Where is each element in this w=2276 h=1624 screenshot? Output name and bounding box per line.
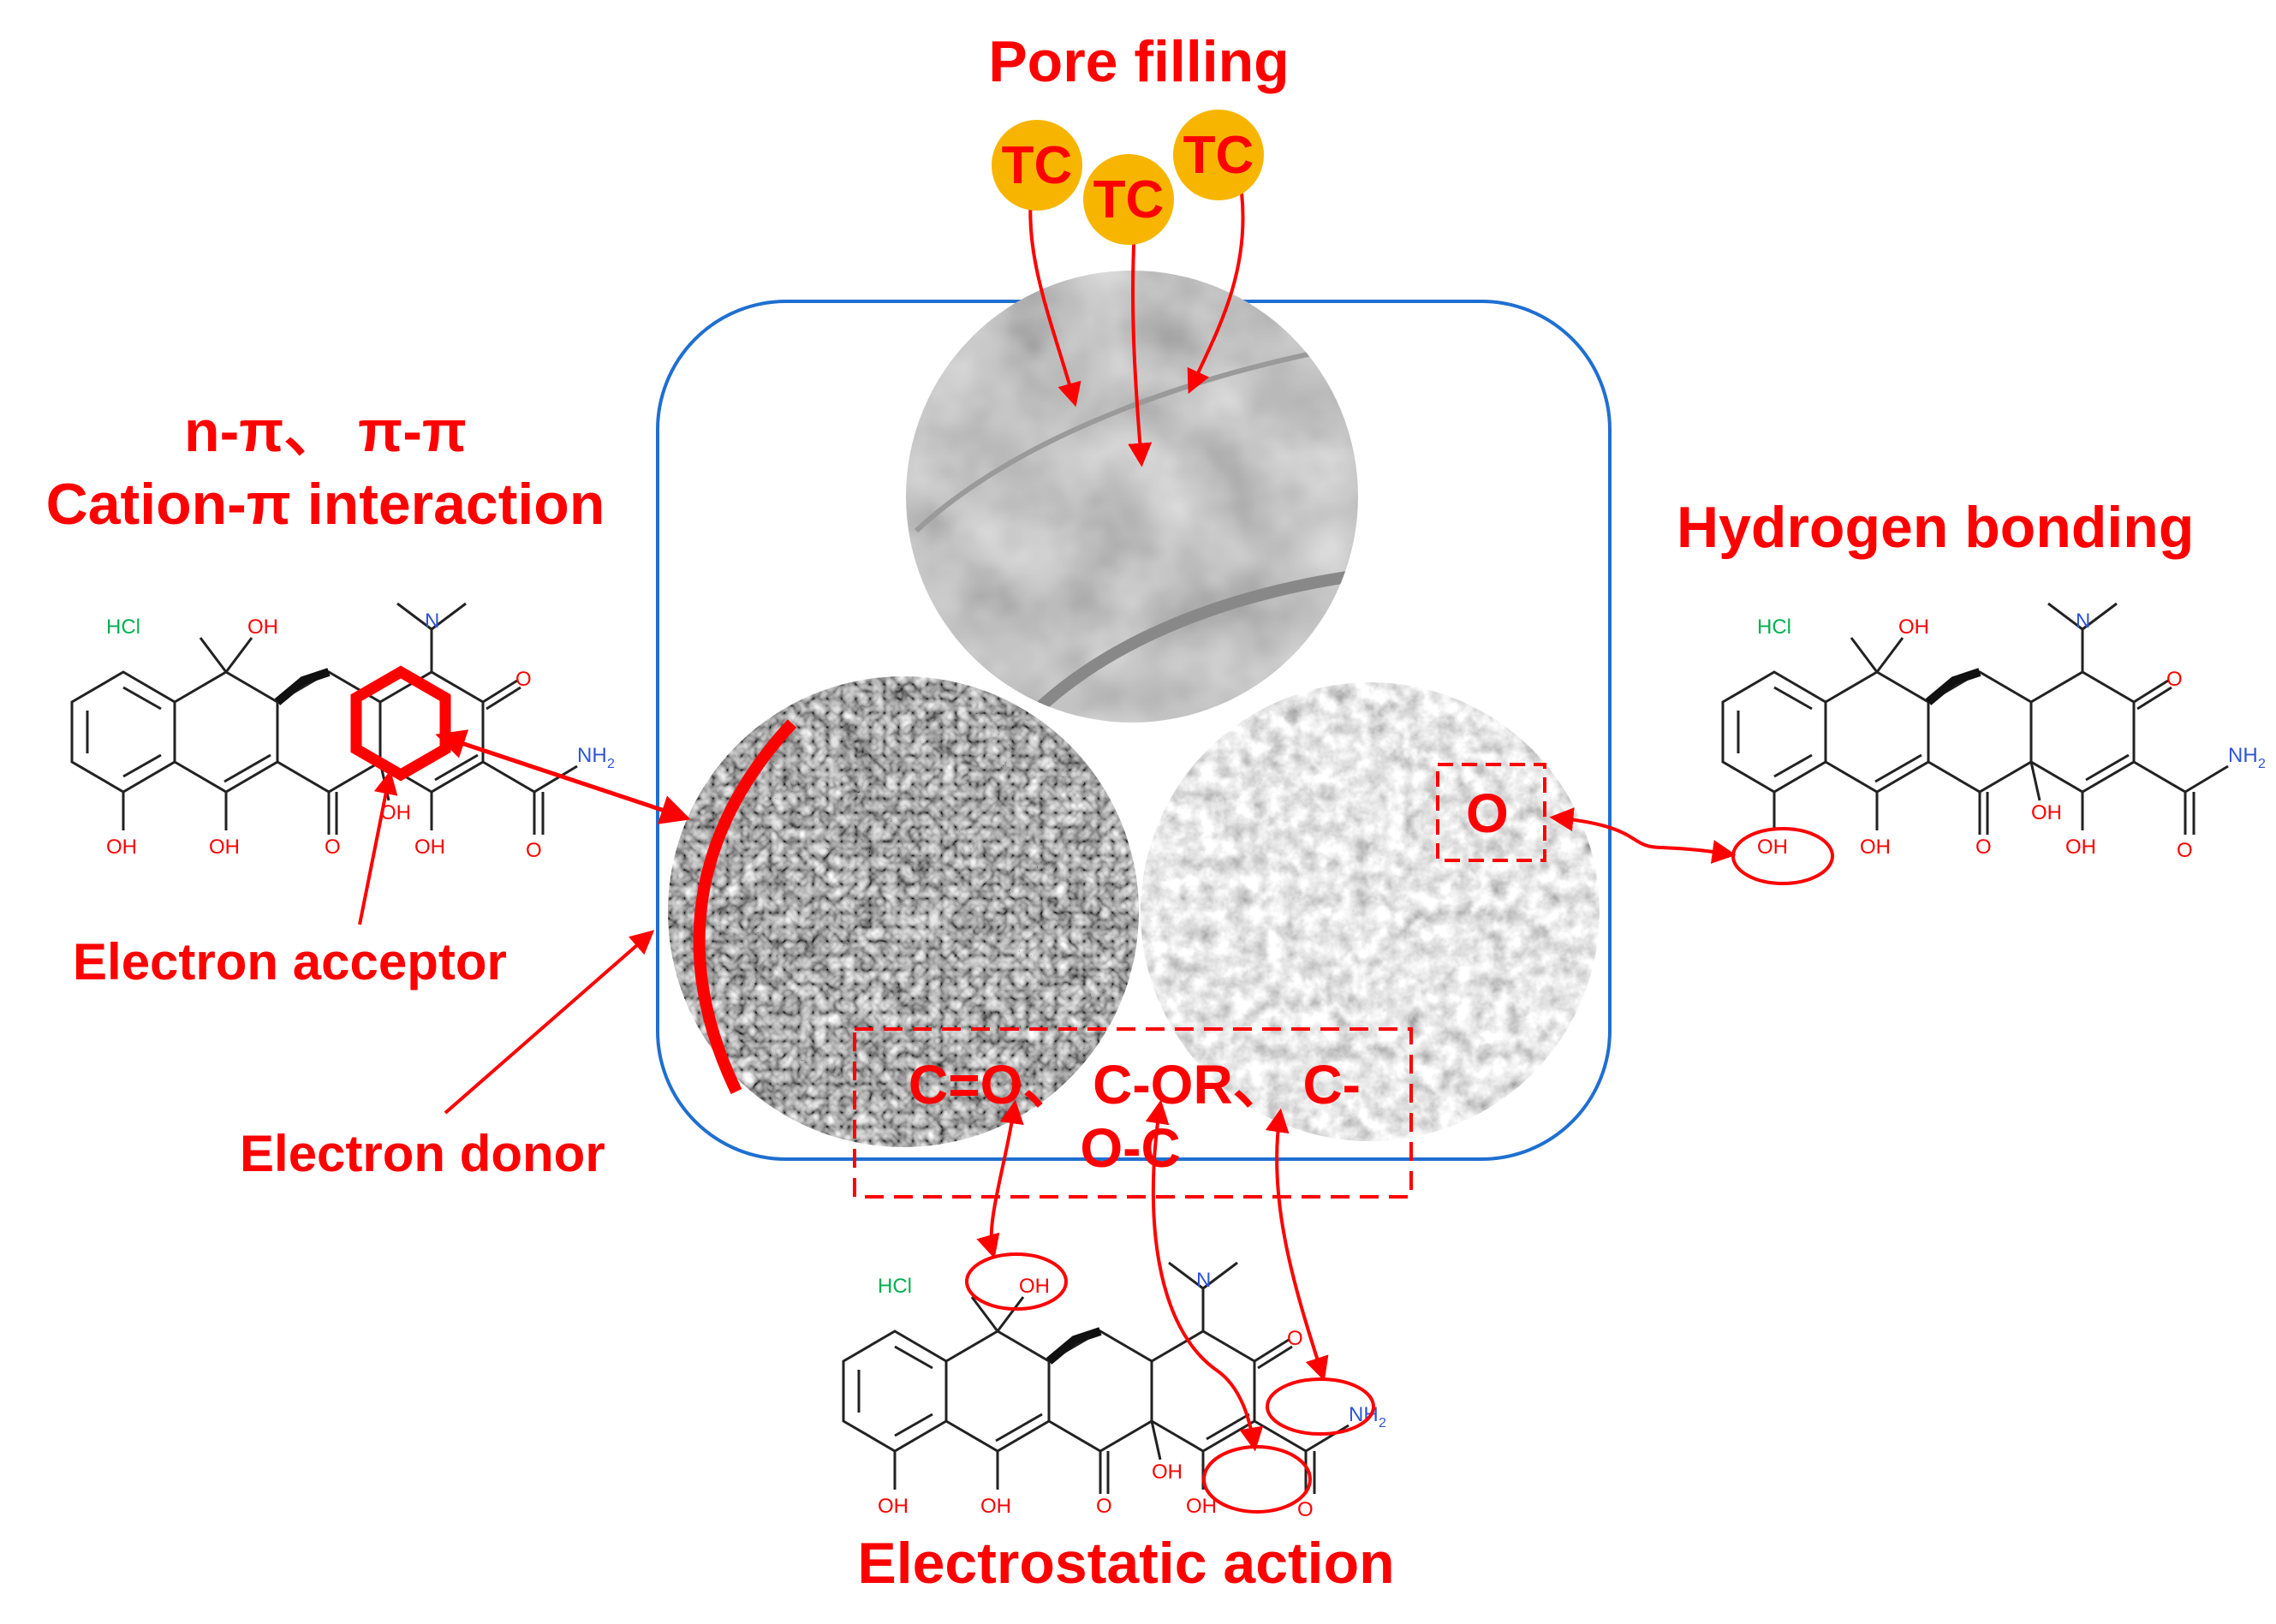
electron-donor-arc <box>693 719 797 1095</box>
arrow-hydrogen-bond <box>1549 807 1737 864</box>
arrow-electrostatic-3 <box>1265 1108 1329 1382</box>
sem-top-micrograph <box>906 271 1358 723</box>
functional-groups-label-2: O-C <box>1080 1117 1181 1179</box>
tc-molecule-2: TC <box>1083 154 1174 245</box>
tetracycline-right <box>1723 604 2266 862</box>
oxygen-site-box <box>1436 763 1546 862</box>
electron-donor-label: Electron donor <box>240 1125 605 1182</box>
electron-acceptor-label: Electron acceptor <box>73 933 507 990</box>
arrow-electrostatic-2 <box>1145 1099 1264 1452</box>
o-highlight-bottom <box>1202 1445 1312 1514</box>
functional-groups-label-1: C=O、 C-OR、 C- <box>909 1054 1361 1115</box>
oh-highlight-bottom <box>965 1252 1068 1311</box>
arrow-electron-donor <box>444 930 655 1115</box>
sem-right-micrograph <box>1141 682 1600 1141</box>
pi-interaction-label-2: Cation-π interaction <box>45 472 605 537</box>
electrostatic-action-label: Electrostatic action <box>857 1531 1395 1596</box>
pi-interaction-label-1: n-π、 π-π <box>184 399 467 464</box>
sem-left-micrograph <box>668 676 1139 1147</box>
arrow-acceptor-pi <box>435 729 691 824</box>
tc-molecule-3: TC <box>1173 110 1264 200</box>
arrow-tc1-to-pore <box>1028 187 1081 407</box>
arrow-electron-acceptor <box>358 770 398 925</box>
pore-filling-label: Pore filling <box>988 29 1290 94</box>
arrow-tc2-to-pore <box>1128 226 1153 467</box>
arrow-electrostatic-1 <box>976 1099 1024 1259</box>
tc-molecule-1: TC <box>992 120 1082 211</box>
tetracycline-left <box>72 604 615 862</box>
oxygen-site-label: O <box>1466 782 1509 844</box>
electron-acceptor-ring <box>350 665 451 782</box>
functional-groups-box <box>853 1027 1413 1199</box>
hydrogen-bonding-label: Hydrogen bonding <box>1677 495 2195 560</box>
arrow-tc3-to-pore <box>1187 192 1245 395</box>
tetracycline-bottom <box>843 1263 1386 1521</box>
